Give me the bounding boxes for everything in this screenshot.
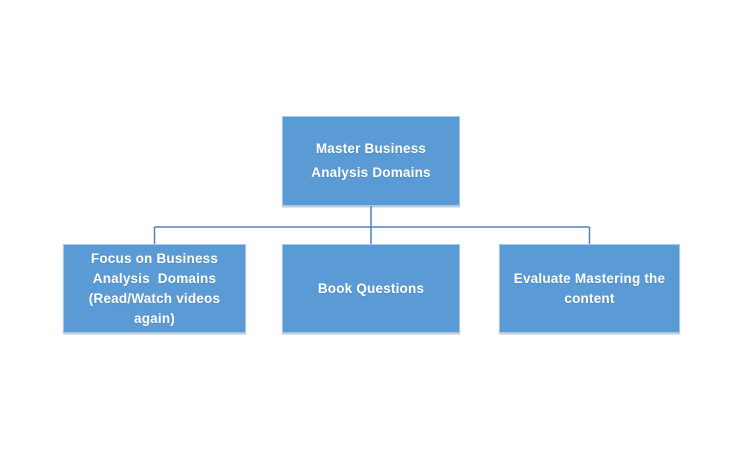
node-evaluate-mastering-the-content: Evaluate Mastering the content bbox=[499, 244, 680, 333]
node-focus-on-business-analysis-domains: Focus on Business Analysis Domains (Read… bbox=[63, 244, 246, 333]
node-label: Master Business Analysis Domains bbox=[311, 141, 431, 180]
node-book-questions: Book Questions bbox=[282, 244, 460, 333]
node-label: Evaluate Mastering the content bbox=[513, 270, 666, 306]
node-label: Focus on Business Analysis Domains (Read… bbox=[88, 250, 221, 326]
node-master-business-analysis-domains: Master Business Analysis Domains bbox=[282, 116, 460, 206]
node-label: Book Questions bbox=[317, 280, 425, 296]
